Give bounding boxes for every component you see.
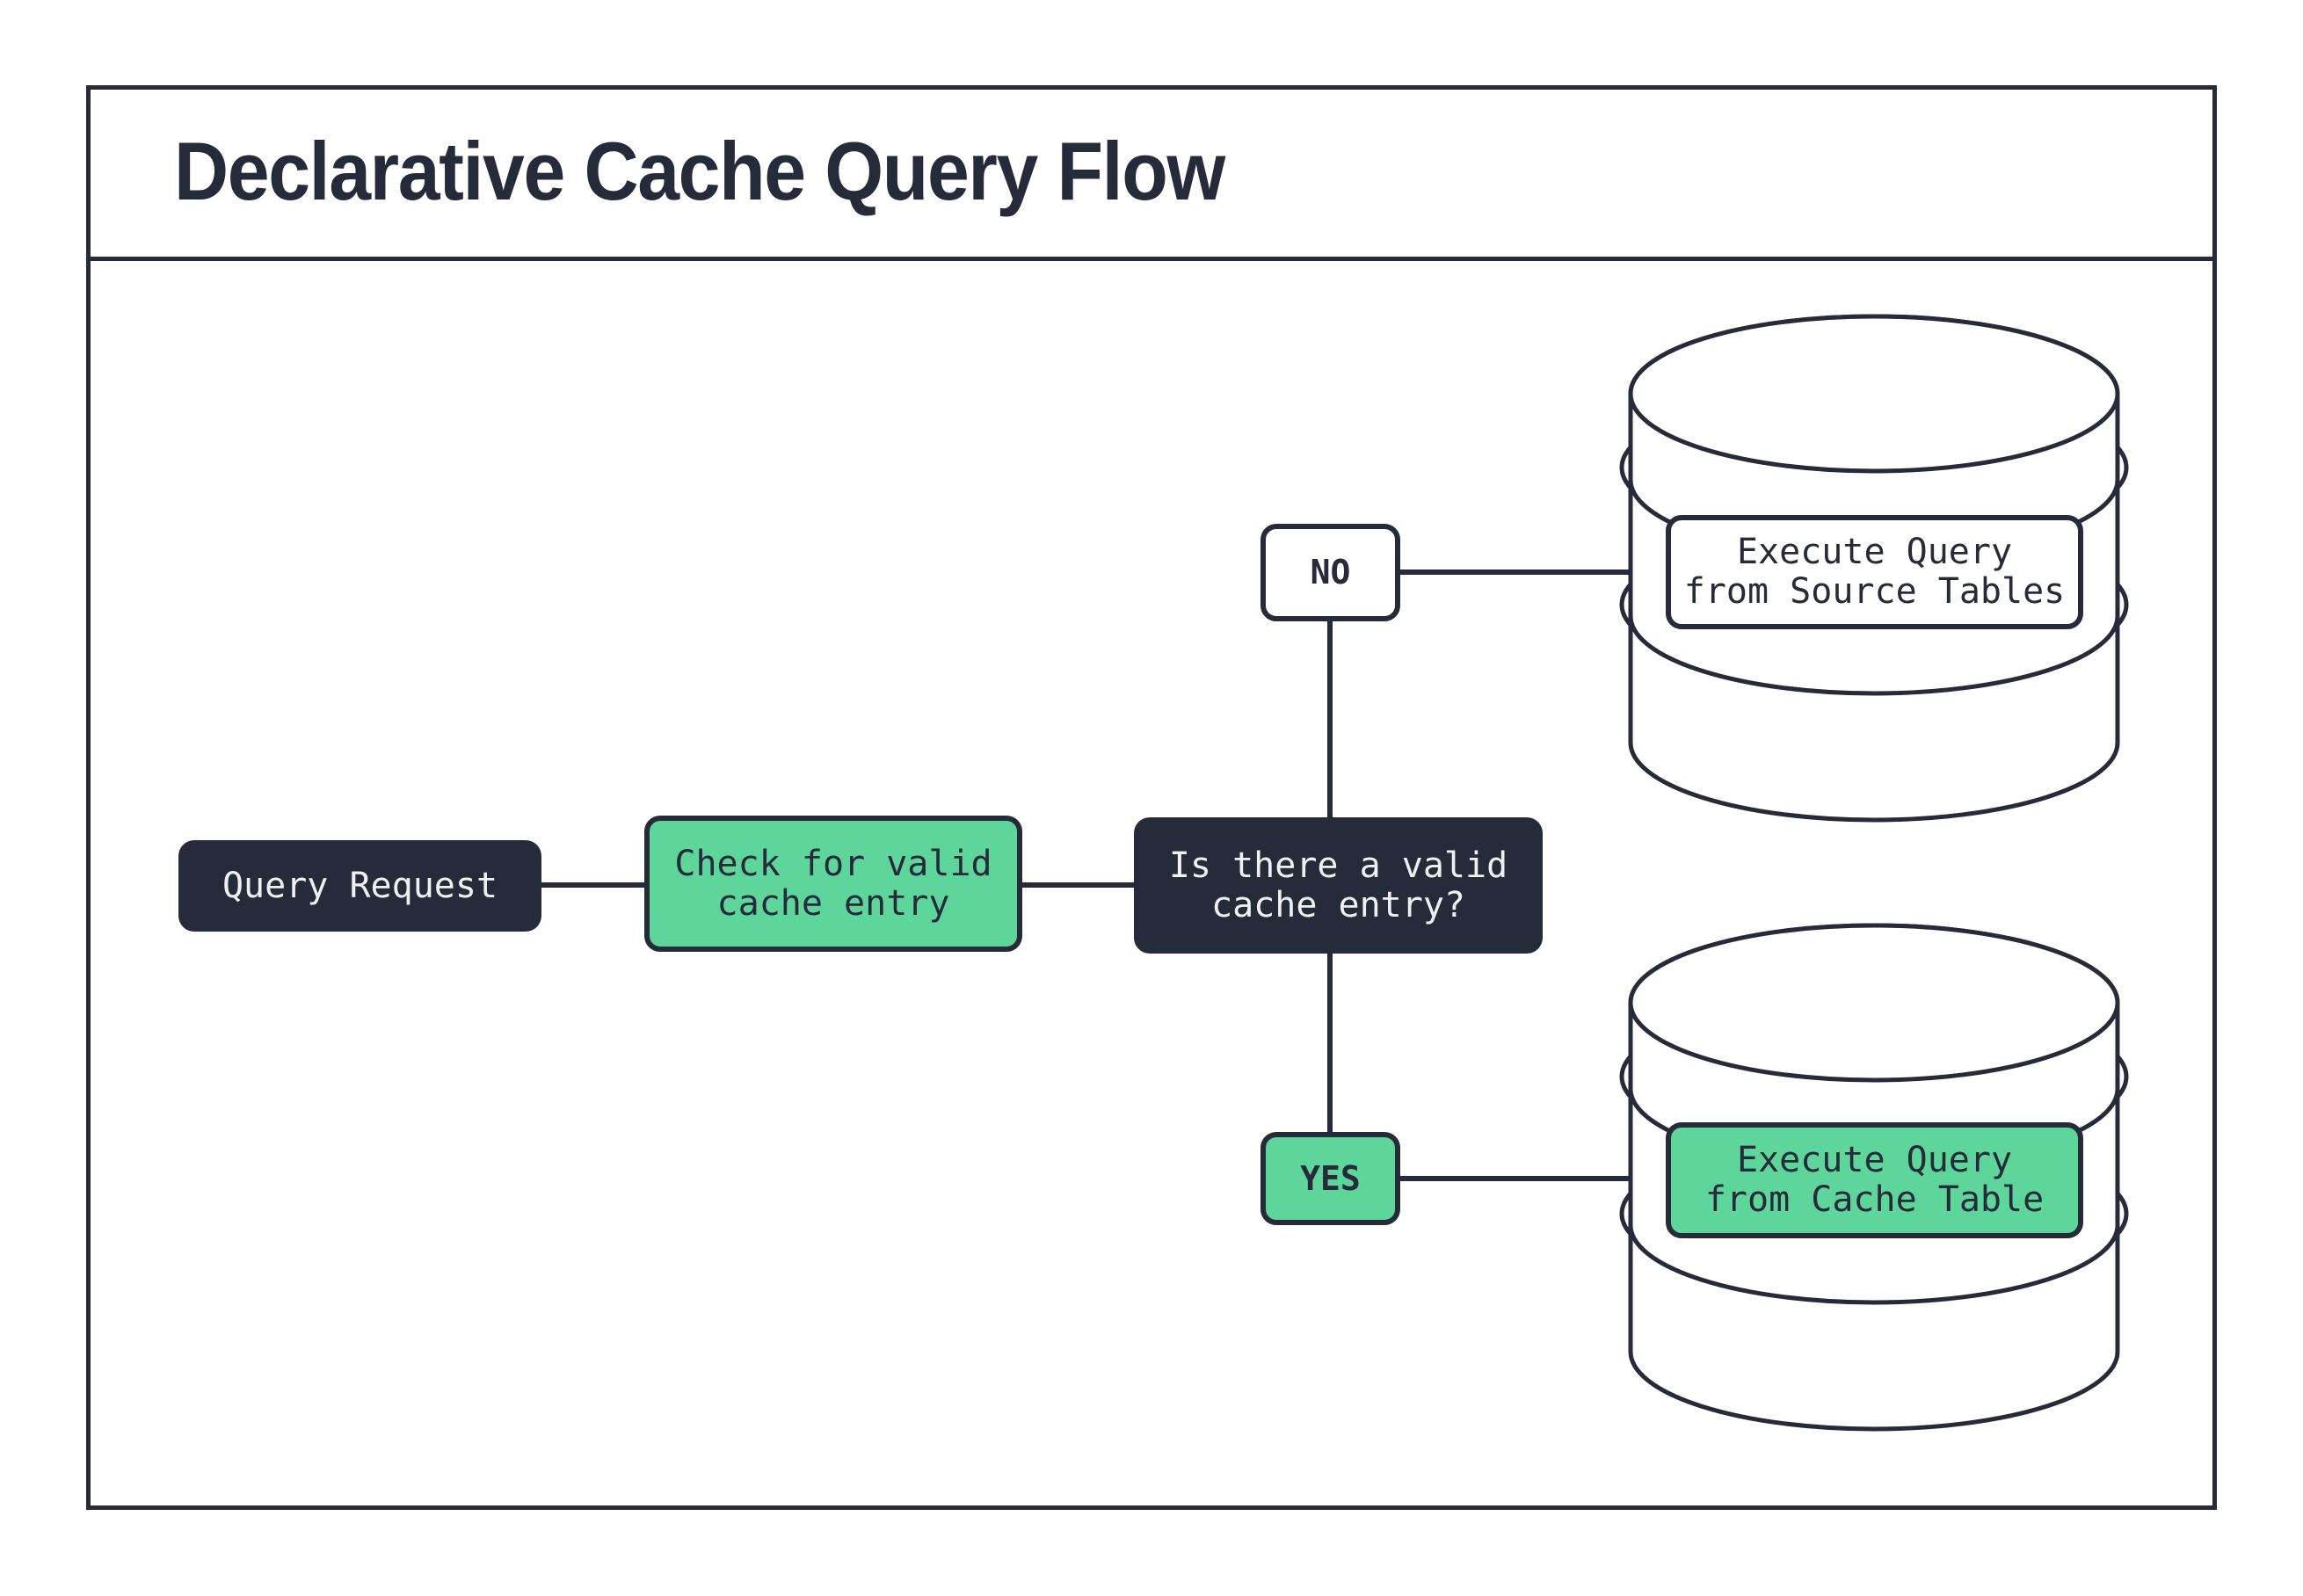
node-check-cache: Check for valid cache entry [644,816,1022,952]
branch-no-label: NO [1310,553,1351,591]
node-branch-no: NO [1260,524,1400,621]
diagram-frame [86,85,2217,1510]
node-branch-yes: YES [1260,1132,1400,1225]
node-query-request: Query Request [178,840,541,932]
branch-yes-label: YES [1300,1158,1361,1198]
node-execute-source: Execute Query from Source Tables [1666,515,2083,629]
node-execute-source-line2: from Source Tables [1683,571,2066,612]
node-execute-cache-line2: from Cache Table [1704,1179,2045,1220]
node-query-request-label: Query Request [222,865,498,906]
flow-connectors [541,569,1635,1181]
page-title: Declarative Cache Query Flow [174,124,1225,217]
node-decision-line2: cache entry? [1211,884,1465,925]
node-check-cache-line1: Check for valid [674,843,992,884]
node-execute-cache-line1: Execute Query [1736,1140,2013,1180]
node-check-cache-line2: cache entry [716,882,950,924]
node-decision: Is there a valid cache entry? [1134,817,1543,954]
node-execute-cache: Execute Query from Cache Table [1666,1122,2083,1238]
node-decision-line1: Is there a valid [1168,845,1508,886]
title-bar: Declarative Cache Query Flow [86,85,2217,261]
node-execute-source-line1: Execute Query [1736,532,2013,572]
